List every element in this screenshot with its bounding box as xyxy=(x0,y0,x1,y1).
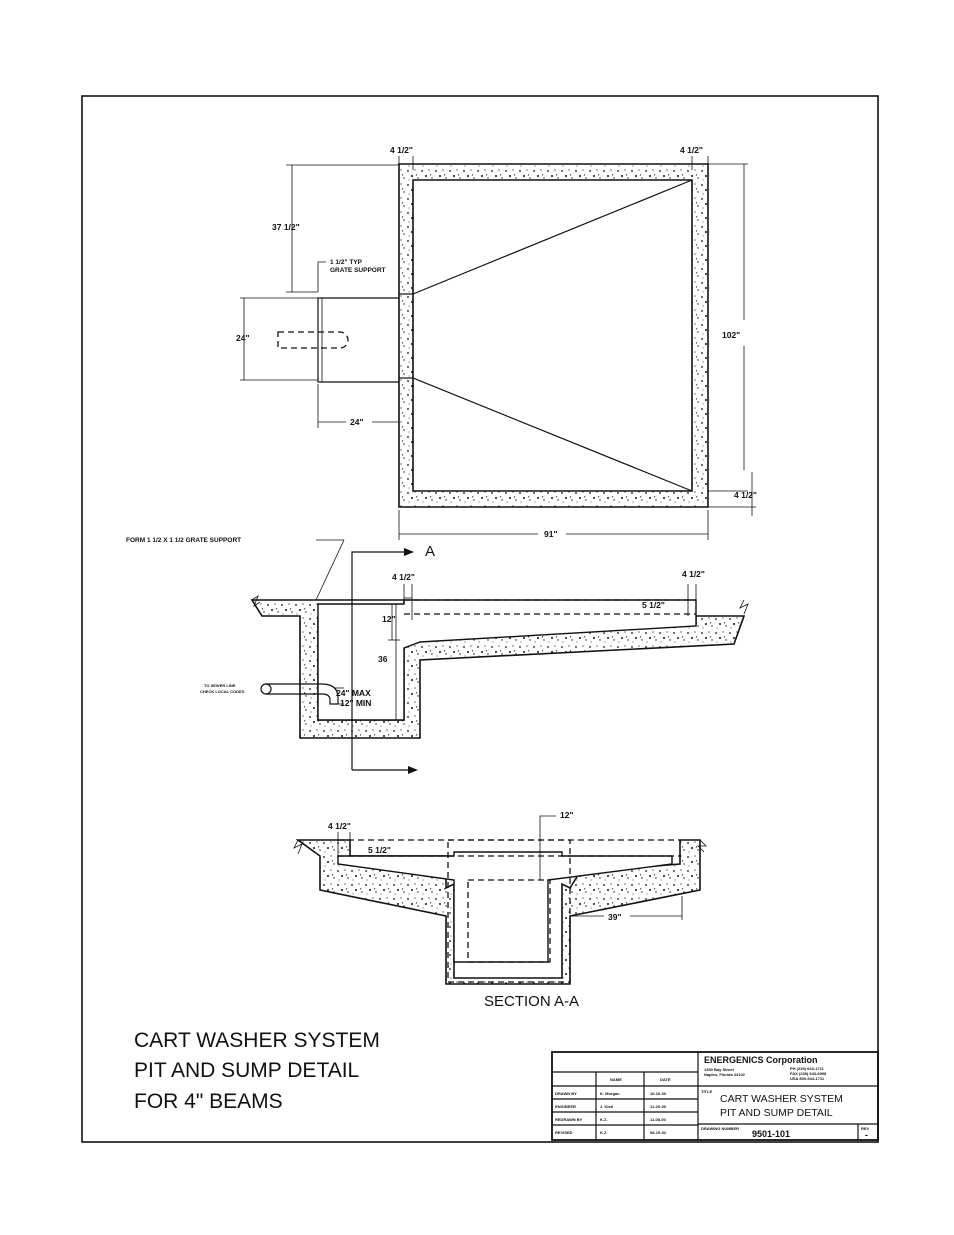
tb-row3-name: K.Z. xyxy=(600,1117,608,1122)
dim-24-height-text: 24" xyxy=(236,333,250,343)
break-symbol-right xyxy=(739,599,749,615)
drawing-title: CART WASHER SYSTEM PIT AND SUMP DETAIL F… xyxy=(134,1029,380,1113)
tb-rev-label: REV xyxy=(861,1126,870,1131)
dim-12-leader xyxy=(539,815,556,880)
grate-leader xyxy=(317,261,326,292)
dim-wall-right-elev: 4 1/2" xyxy=(682,569,705,579)
dim-slope-elev: 5 1/2" xyxy=(642,600,665,610)
dim-label-bg xyxy=(346,416,372,427)
dim-wall-left-plan: 4 1/2" xyxy=(390,145,413,155)
pipe-min-text: 12" MIN xyxy=(340,698,371,708)
tb-row1-name: K. Morgan xyxy=(600,1091,620,1096)
pit-wall-plan xyxy=(398,163,709,508)
title-block-frame xyxy=(551,1051,879,1141)
tb-col-name: NAME xyxy=(610,1077,622,1082)
grate-note-2: GRATE SUPPORT xyxy=(330,267,386,274)
grate-note-1: 1 1/2" TYP xyxy=(330,259,363,266)
tb-col-date: DATE xyxy=(660,1077,671,1082)
tb-addr1: 1450 Bay Street xyxy=(704,1067,734,1072)
section-label: SECTION A-A xyxy=(484,993,579,1010)
break-symbol-right xyxy=(697,839,707,853)
dim-wall-left-elev: 4 1/2" xyxy=(392,572,415,582)
tb-dwg-label: DRAWING NUMBER xyxy=(701,1126,739,1131)
drain-pipe-hidden xyxy=(277,331,349,349)
dim-36-text: 36 xyxy=(378,654,388,664)
drawing-title-line3: FOR 4" BEAMS xyxy=(134,1090,283,1113)
tb-ph: PH (239) 643-1711 xyxy=(790,1066,825,1071)
dim-label-bg xyxy=(538,528,566,539)
slope-line-bottom xyxy=(412,377,693,492)
tb-row2-label: ENGINEER xyxy=(555,1104,576,1109)
dim-12-section: 12" xyxy=(560,810,574,820)
break-symbol-left xyxy=(293,839,303,855)
tb-title2: PIT AND SUMP DETAIL xyxy=(720,1107,833,1119)
tb-row1-date: 10-16-00 xyxy=(650,1091,667,1096)
dim-wall-bottom-text: 4 1/2" xyxy=(734,490,757,500)
section-a-a: 12" 4 1/2" 5 1/2" 39" SECTION A-A xyxy=(293,810,707,1010)
tb-row2-date: 12-20-00 xyxy=(650,1104,667,1109)
sump-inner-hidden xyxy=(467,879,551,963)
dim-label-bg xyxy=(604,910,630,921)
tb-title1: CART WASHER SYSTEM xyxy=(720,1093,843,1105)
section-marker-a: A xyxy=(425,543,435,560)
tb-row3-label: REDRAWN BY xyxy=(555,1117,583,1122)
drain-pipe-end xyxy=(260,683,272,695)
tb-title-label: TITLE xyxy=(701,1089,712,1094)
pit-cavity-section xyxy=(337,851,673,963)
break-symbol-left xyxy=(251,594,261,608)
dim-wall-section: 4 1/2" xyxy=(328,821,351,831)
elevation-view: A FORM 1 1/2 X 1 1/2 GRATE SUPPORT 4 1/2… xyxy=(126,537,749,774)
section-arrow-bottom xyxy=(408,766,418,774)
tb-dwg-no: 9501-101 xyxy=(752,1129,790,1139)
tb-company: ENERGENICS Corporation xyxy=(704,1055,818,1065)
sewer-note-1: TO SEWER LINE xyxy=(204,683,236,688)
dim-91-text: 91" xyxy=(544,529,558,539)
tb-addr2: Naples, Florida 34102 xyxy=(704,1072,746,1077)
section-arrow-top xyxy=(404,548,414,556)
tb-fax: FAX (239) 643-6998 xyxy=(790,1071,827,1076)
tb-rev: - xyxy=(865,1130,868,1140)
dim-slope-section: 5 1/2" xyxy=(368,845,391,855)
dim-37-text: 37 1/2" xyxy=(272,222,300,232)
pit-cavity-elevation xyxy=(317,599,697,721)
tb-row2-name: J. Kistl xyxy=(600,1104,613,1109)
title-block: ENERGENICS Corporation 1450 Bay Street N… xyxy=(551,1051,879,1141)
sump-channel xyxy=(317,297,399,383)
dim-39-text: 39" xyxy=(608,912,622,922)
drawing-title-line1: CART WASHER SYSTEM xyxy=(134,1029,380,1052)
dim-102-text: 102" xyxy=(722,330,740,340)
drawing-title-line2: PIT AND SUMP DETAIL xyxy=(134,1059,359,1082)
plan-view: 4 1/2" 4 1/2" 37 1/2" 1 1/2" TYP GRATE S… xyxy=(236,145,757,540)
sewer-note-2: CHECK LOCAL CODES xyxy=(200,689,245,694)
tb-row3-date: 11-08-00 xyxy=(650,1117,667,1122)
tb-row1-label: DRAWN BY xyxy=(555,1091,577,1096)
section-cut-line xyxy=(351,551,404,770)
tb-row4-label: REVISED xyxy=(555,1130,573,1135)
tb-usa: USA 800-944-1711 xyxy=(790,1076,825,1081)
slope-line-top xyxy=(412,179,693,295)
pipe-max-text: 24" MAX xyxy=(336,688,371,698)
tb-row4-date: 08-15-02 xyxy=(650,1130,667,1135)
dim-12-elev: 12" xyxy=(382,614,396,624)
form-note-text: FORM 1 1/2 X 1 1/2 GRATE SUPPORT xyxy=(126,537,241,544)
sheet-border xyxy=(81,95,879,1143)
form-note-leader xyxy=(315,539,345,601)
dim-wall-right-plan: 4 1/2" xyxy=(680,145,703,155)
tb-row4-name: K.Z. xyxy=(600,1130,608,1135)
dim-24-width-text: 24" xyxy=(350,417,364,427)
